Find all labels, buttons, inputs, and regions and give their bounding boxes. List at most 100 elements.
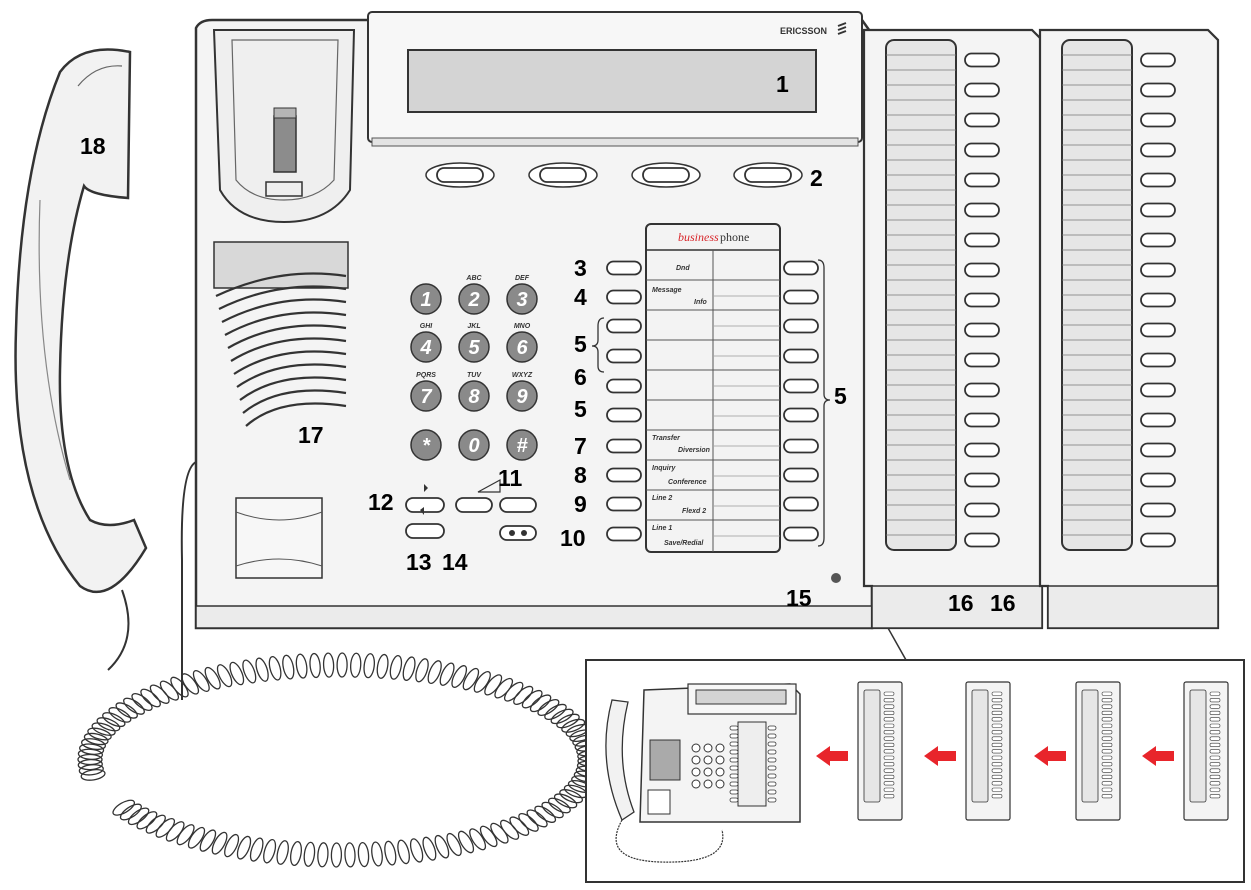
- ericsson-logo-icon: [837, 22, 847, 35]
- extension-key-6[interactable]: [964, 202, 1000, 218]
- callout-key-8: 8: [574, 462, 587, 488]
- extension-key-7[interactable]: [964, 232, 1000, 248]
- cord-coil: [317, 842, 329, 868]
- volume-up-button[interactable]: [499, 497, 537, 513]
- speaker-button[interactable]: [405, 523, 445, 539]
- prog-key-left-1[interactable]: [606, 260, 642, 276]
- prog-key-right-9[interactable]: [783, 496, 819, 512]
- extension-key-2[interactable]: [964, 82, 1000, 98]
- extension-key-7[interactable]: [1140, 232, 1176, 248]
- prog-key-left-5[interactable]: [606, 378, 642, 394]
- extension-key-3[interactable]: [1140, 112, 1176, 128]
- extension-key-17[interactable]: [964, 532, 1000, 548]
- extension-key-10[interactable]: [1140, 322, 1176, 338]
- extension-key-15[interactable]: [1140, 472, 1176, 488]
- cord-coil: [77, 748, 104, 760]
- cord-coil: [384, 840, 397, 866]
- extension-key-8[interactable]: [1140, 262, 1176, 278]
- extension-key-5[interactable]: [964, 172, 1000, 188]
- extension-key-11[interactable]: [1140, 352, 1176, 368]
- extension-key-10[interactable]: [964, 322, 1000, 338]
- cord-coil: [79, 743, 105, 756]
- grille-slot: [221, 298, 347, 323]
- prog-key-right-1[interactable]: [783, 260, 819, 276]
- extension-key-14[interactable]: [1140, 442, 1176, 458]
- extension-key-12[interactable]: [964, 382, 1000, 398]
- extension-key-6[interactable]: [1140, 202, 1176, 218]
- extension-key-5[interactable]: [1140, 172, 1176, 188]
- cord-coil: [556, 713, 580, 729]
- mini-extension-key: [883, 794, 895, 799]
- soft-key-2[interactable]: [539, 167, 587, 183]
- extension-key-2[interactable]: [1140, 82, 1176, 98]
- mini-extension-key: [991, 768, 1003, 773]
- mini-extension-key: [1101, 691, 1113, 696]
- handset[interactable]: [14, 48, 148, 594]
- extension-key-9[interactable]: [1140, 292, 1176, 308]
- cord-coil: [462, 667, 480, 691]
- prog-key-left-8[interactable]: [606, 467, 642, 483]
- hookswitch[interactable]: [273, 115, 297, 173]
- extension-key-8[interactable]: [964, 262, 1000, 278]
- soft-key-4[interactable]: [744, 167, 792, 183]
- keypad-key-12[interactable]: #: [506, 429, 538, 461]
- mini-prog-key: [767, 781, 777, 787]
- mini-extension-key: [991, 691, 1003, 696]
- prog-key-left-7[interactable]: [606, 438, 642, 454]
- extension-key-17[interactable]: [1140, 532, 1176, 548]
- keypad-key-circle: [458, 283, 490, 315]
- mini-extension-key: [1209, 742, 1221, 748]
- extension-key-12[interactable]: [1140, 382, 1176, 398]
- extension-key-11[interactable]: [964, 352, 1000, 368]
- mini-extension-key: [1209, 717, 1221, 722]
- prog-key-right-8[interactable]: [783, 467, 819, 483]
- soft-key-1[interactable]: [436, 167, 484, 183]
- keypad-key-10[interactable]: *: [410, 429, 442, 461]
- headset-button[interactable]: [499, 525, 537, 541]
- prog-key-left-3[interactable]: [606, 318, 642, 334]
- prog-key-left-4[interactable]: [606, 348, 642, 364]
- prog-key-right-2[interactable]: [783, 289, 819, 305]
- soft-key-3[interactable]: [642, 167, 690, 183]
- extension-key-4[interactable]: [1140, 142, 1176, 158]
- prog-key-right-10[interactable]: [783, 526, 819, 542]
- prog-key-right-7[interactable]: [783, 438, 819, 454]
- cord-coil: [513, 685, 534, 706]
- extension-key-13[interactable]: [1140, 412, 1176, 428]
- keypad-key-11[interactable]: 0: [458, 429, 490, 461]
- extension-key-3[interactable]: [964, 112, 1000, 128]
- extension-key-16[interactable]: [964, 502, 1000, 518]
- prog-key-left-2[interactable]: [606, 289, 642, 305]
- prog-key-right-3[interactable]: [783, 318, 819, 334]
- card-label-line2: Line 2: [652, 495, 672, 502]
- extension-key-1[interactable]: [964, 52, 1000, 68]
- prog-key-right-4[interactable]: [783, 348, 819, 364]
- prog-key-right-6[interactable]: [783, 407, 819, 423]
- keypad-key-1[interactable]: 1: [410, 283, 442, 315]
- extension-key-1[interactable]: [1140, 52, 1176, 68]
- keypad-digit: 4: [419, 337, 431, 359]
- extension-key-9[interactable]: [964, 292, 1000, 308]
- prog-key-left-9[interactable]: [606, 496, 642, 512]
- extension-key-15[interactable]: [964, 472, 1000, 488]
- extension-key-14[interactable]: [964, 442, 1000, 458]
- mini-prog-key: [729, 725, 739, 731]
- extension-key-4[interactable]: [964, 142, 1000, 158]
- volume-down-button[interactable]: [455, 497, 493, 513]
- extension-key-13[interactable]: [964, 412, 1000, 428]
- cord-coil: [211, 831, 228, 855]
- extension-key-16[interactable]: [1140, 502, 1176, 518]
- mute-button[interactable]: [405, 497, 445, 513]
- prog-key-left-6[interactable]: [606, 407, 642, 423]
- prog-key-left-10[interactable]: [606, 526, 642, 542]
- prog-key-right-5[interactable]: [783, 378, 819, 394]
- grille-slot: [236, 363, 347, 388]
